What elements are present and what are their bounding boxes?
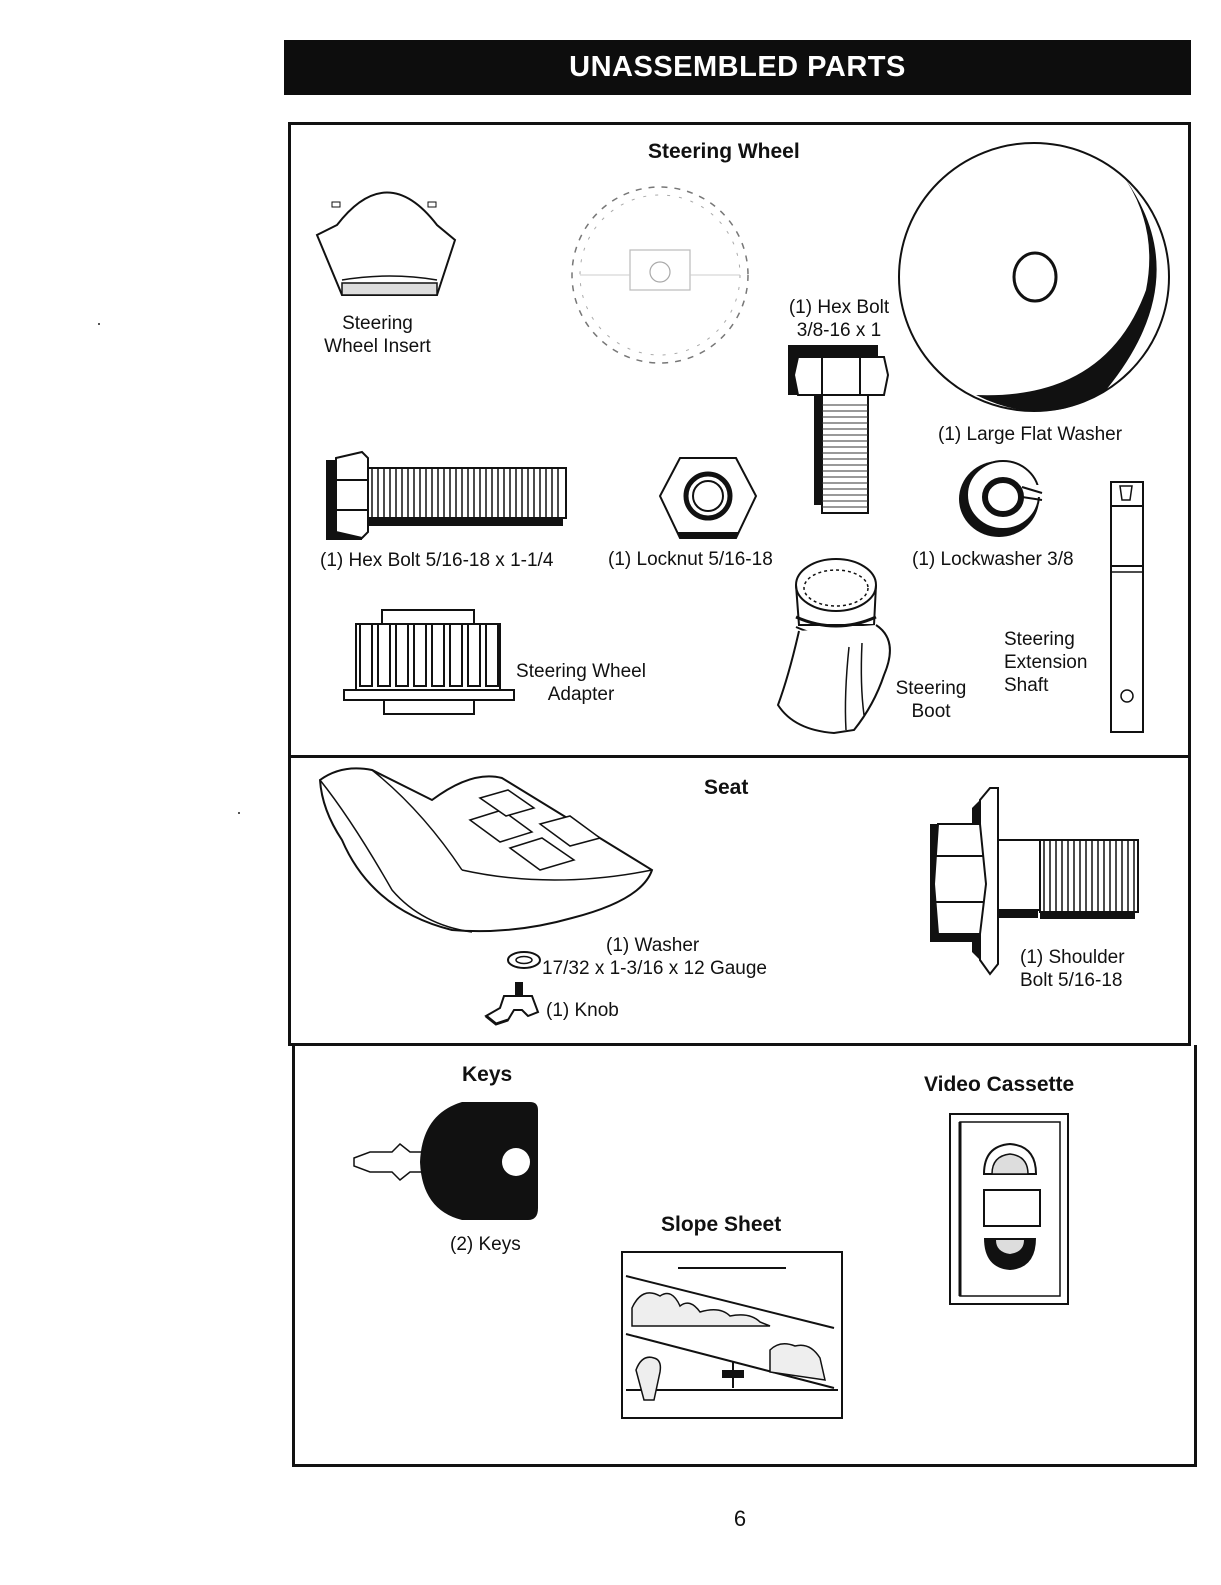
label-line: Boot [911,701,951,722]
large-flat-washer-image [898,142,1170,412]
steering-extension-shaft-label: Steering Extension Shaft [1004,628,1087,697]
hex-bolt-small-image [788,345,890,514]
label-line: Extension [1004,652,1088,673]
steering-wheel-insert-label: Steering Wheel Insert [310,312,445,358]
slope-sheet-header: Slope Sheet [661,1213,782,1236]
label-line: (1) Shoulder [1020,947,1125,968]
locknut-image [658,457,758,539]
label-line: Steering [342,313,413,334]
scan-speck [238,812,240,814]
slope-sheet-image [621,1251,843,1419]
hex-bolt-small-label: (1) Hex Bolt 3/8-16 x 1 [778,296,900,342]
seat-washer-label: (1) Washer 17/32 x 1-3/16 x 12 Gauge [542,934,767,980]
shoulder-bolt-image [930,787,1139,976]
steering-wheel-insert-image [315,191,457,296]
steering-wheel-header: Steering Wheel [648,140,800,163]
lockwasher-label: (1) Lockwasher 3/8 [912,549,1074,570]
misc-panel [292,1045,1197,1467]
label-line: Wheel Insert [324,336,431,357]
label-line: Steering Wheel [516,661,646,682]
label-line: Steering [1004,629,1075,650]
locknut-label: (1) Locknut 5/16-18 [608,549,773,570]
knob-image [484,982,540,1026]
label-line: (1) Hex Bolt [788,297,890,318]
hex-bolt-long-image [326,450,567,540]
steering-wheel-panel [288,122,1191,758]
lockwasher-image [959,460,1043,537]
large-flat-washer-label: (1) Large Flat Washer [938,424,1123,445]
steering-boot-label: Steering Boot [886,677,976,723]
label-line: 3/8-16 x 1 [796,320,882,341]
seat-header: Seat [704,776,749,799]
label-line: Steering [895,678,967,699]
steering-wheel-image [571,186,749,364]
video-cassette-header: Video Cassette [924,1073,1075,1096]
video-cassette-image [949,1113,1069,1305]
seat-image [318,767,654,933]
label-line: 17/32 x 1-3/16 x 12 Gauge [542,958,767,979]
hex-bolt-long-label: (1) Hex Bolt 5/16-18 x 1-1/4 [320,550,554,571]
label-line: Bolt 5/16-18 [1020,970,1123,991]
steering-wheel-adapter-image [343,609,515,715]
keys-header: Keys [462,1063,513,1086]
seat-washer-image [507,951,541,969]
scan-speck [98,323,100,325]
page-number: 6 [733,1506,747,1531]
steering-boot-image [776,558,891,735]
seat-panel [288,755,1191,1046]
key-image [353,1102,538,1220]
steering-extension-shaft-image [1110,481,1144,733]
keys-label: (2) Keys [450,1234,521,1255]
page-banner: UNASSEMBLED PARTS [284,40,1191,95]
bolt-threads [371,468,559,518]
label-line: (1) Washer [606,935,700,956]
steering-wheel-adapter-label: Steering Wheel Adapter [506,660,656,706]
label-line: Adapter [547,684,615,705]
shoulder-bolt-label: (1) Shoulder Bolt 5/16-18 [1020,946,1125,992]
knob-label: (1) Knob [546,1000,619,1021]
label-line: Shaft [1004,675,1049,696]
